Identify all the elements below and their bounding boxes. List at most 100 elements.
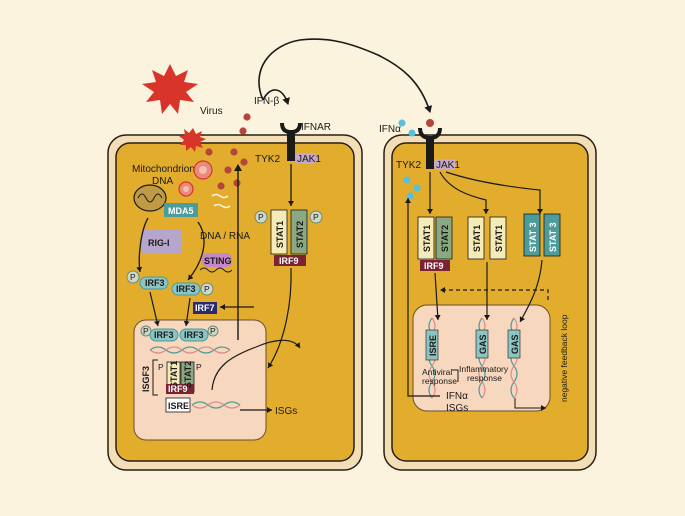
- ifn-beta-to-ifnar-arrow: [262, 89, 290, 105]
- stat1-right-label-3: STAT1: [494, 225, 504, 252]
- isre-right-box: [425, 329, 439, 361]
- irf3-cyto-b: [171, 282, 214, 296]
- ifn-alpha-dots: [398, 119, 421, 200]
- p-badge-7: P: [258, 212, 264, 222]
- stat1-cyto-left-label: STAT1: [275, 221, 285, 248]
- mda5-to-irf3-arrow: [187, 221, 205, 281]
- ifnar-receptor-right: [418, 119, 442, 169]
- isgs-right-label: ISGs: [446, 403, 468, 414]
- irf9-cyto-left-label: IRF9: [279, 256, 299, 266]
- sting-icon: [199, 253, 233, 273]
- virus-icon: [142, 64, 198, 114]
- ifn-alpha-label: IFNα: [379, 124, 401, 135]
- mito-to-irf3-arrow: [136, 217, 149, 273]
- isgs-transcription-arrow: [211, 339, 301, 391]
- virus-label: Virus: [200, 106, 223, 117]
- jak1-right-badge: [434, 159, 456, 170]
- stat1-nucleus-label: STAT1: [169, 361, 179, 388]
- mda5-label: MDA5: [168, 206, 194, 216]
- jak-branch-arrows: [427, 171, 543, 214]
- stat3-right-label-1: STAT 3: [528, 222, 538, 252]
- irf9-nucleus-label: IRF9: [168, 384, 188, 394]
- irf3-label-3: IRF3: [154, 330, 174, 340]
- antiviral-bracket: [452, 369, 459, 382]
- negative-feedback-loop: [440, 287, 549, 300]
- antiviral-label: Antiviral: [422, 367, 452, 377]
- inflammatory-response-label: response: [467, 373, 502, 383]
- antiviral-response-label: response: [422, 376, 457, 386]
- isgs-left-label: ISGs: [275, 406, 297, 417]
- irf3-label-4: IRF3: [184, 330, 204, 340]
- tyk2-left-label: TYK2: [255, 154, 280, 165]
- stat1-stat2-right: [417, 216, 453, 271]
- ifnar-label: IFNAR: [301, 122, 331, 133]
- gas-box-2: [507, 329, 521, 359]
- gas-label-1: GAS: [478, 334, 488, 354]
- dna-helix-lower: [191, 401, 241, 409]
- ifnar-receptor-left: [280, 122, 302, 161]
- virus-small-icon: [179, 128, 206, 152]
- irf3-dimer-nucleus: [140, 325, 219, 342]
- stat3-right-label-2: STAT 3: [548, 222, 558, 252]
- irf3-label-2: IRF3: [176, 284, 196, 294]
- p-badge-6: P: [196, 362, 202, 372]
- isgf3-label: ISGF3: [141, 366, 151, 392]
- viral-rna-icon: [178, 160, 213, 197]
- p-badge-8: P: [313, 212, 319, 222]
- stat1-right-label-2: STAT1: [472, 225, 482, 252]
- sting-label: STING: [204, 256, 232, 266]
- ifna-autocrine-arrow: [405, 198, 440, 397]
- viral-dna-strand: [213, 203, 231, 209]
- dna-rna-label: DNA / RNA: [200, 231, 250, 242]
- p-badge-5: P: [158, 362, 164, 372]
- isgf3-import-arrow: [267, 267, 292, 369]
- tyk2-right-label: TYK2: [396, 160, 421, 171]
- rig-i-label: RIG-I: [148, 238, 170, 248]
- stat1-stat2-cyto-left: [254, 209, 323, 266]
- irf7-label: IRF7: [195, 303, 215, 313]
- ifna-nucleus-label: IFNα: [446, 391, 468, 402]
- isre-left-box: [165, 397, 191, 413]
- isre-right-label: ISRE: [428, 335, 438, 356]
- inflammatory-label: Inflammatory: [459, 364, 509, 374]
- dna-label: DNA: [152, 176, 173, 187]
- irf3-nuclear-arrow: [149, 291, 160, 327]
- viral-rna-strand: [211, 193, 229, 199]
- p-badge-1: P: [130, 272, 136, 282]
- stat1-right-label-1: STAT1: [422, 225, 432, 252]
- jak1-left-badge: [295, 153, 317, 164]
- ifn-beta-dots: [205, 113, 251, 190]
- nuclear-import-arrows: [434, 259, 543, 323]
- isgf3-complex: [166, 361, 195, 394]
- gas-label-2: GAS: [510, 334, 520, 354]
- rig-i-box: [142, 230, 182, 254]
- mitochondrion-label: Mitochondrion: [132, 164, 195, 175]
- ifn-beta-label: IFN-β: [254, 96, 279, 107]
- jak1-right-label: JAK1: [436, 160, 460, 171]
- gas-box-1: [475, 329, 489, 359]
- isre-left-label: ISRE: [168, 401, 189, 411]
- irf9-right-label: IRF9: [424, 261, 444, 271]
- p-badge-3: P: [143, 326, 149, 336]
- stat1-dimer-right: [467, 216, 507, 260]
- mda5-box: [164, 203, 198, 217]
- p-badge-2: P: [204, 284, 210, 294]
- irf3-nuclear-arrow-2: [183, 297, 191, 327]
- right-cytoplasm: [391, 142, 589, 462]
- feedback-origin-arrow: [514, 398, 546, 411]
- isgf3-bracket: [152, 359, 158, 396]
- irf3-cyto-a: [126, 270, 169, 290]
- stat2-nucleus-label: STAT2: [183, 361, 193, 388]
- jak1-left-label: JAK1: [297, 154, 321, 165]
- irf3-label-1: IRF3: [145, 278, 165, 288]
- stat2-right-label: STAT2: [440, 225, 450, 252]
- p-badge-4: P: [210, 326, 216, 336]
- negative-feedback-label: negative feedback loop: [559, 314, 569, 402]
- stat2-cyto-left-label: STAT2: [295, 221, 305, 248]
- irf7-box: [193, 302, 217, 314]
- dna-helix-upper: [149, 346, 231, 354]
- ifn-secretion-arrow: [258, 38, 433, 113]
- stat3-dimer-right: [523, 213, 561, 257]
